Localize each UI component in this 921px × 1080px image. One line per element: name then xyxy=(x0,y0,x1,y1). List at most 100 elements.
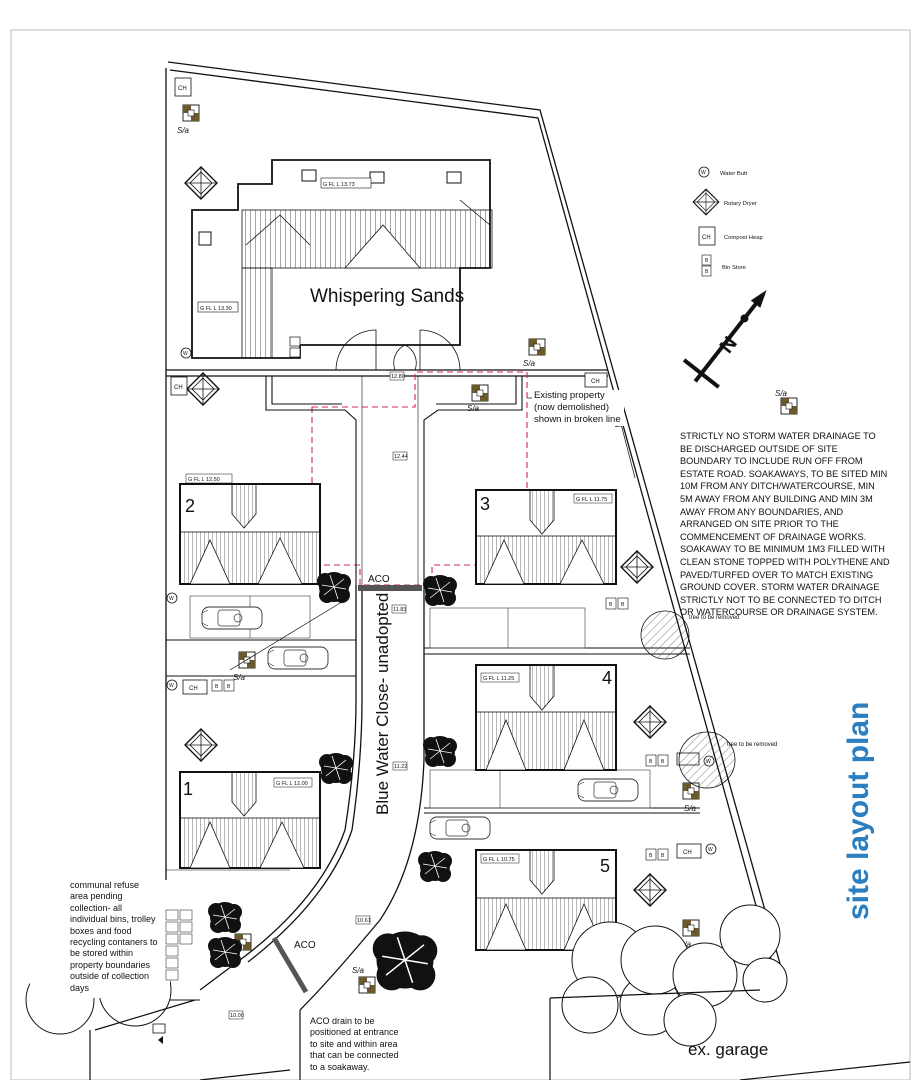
spot-level: 10.00 xyxy=(230,1013,244,1019)
compost-heap-icon xyxy=(698,226,716,246)
rotary-dryer-icon xyxy=(186,372,220,406)
tree-icon xyxy=(422,574,458,607)
plot-number: 1 xyxy=(183,779,193,799)
refuse-note-bg xyxy=(30,880,170,998)
soakaway-icon xyxy=(780,397,798,415)
plot-4-house: 4 G FL L 11.25 xyxy=(475,664,617,771)
bin-label: B xyxy=(661,759,665,765)
legend-label: Compost Heap xyxy=(724,235,763,241)
legend-bin-symbol: B xyxy=(705,269,709,275)
legend-wb-symbol: W xyxy=(701,170,706,176)
bin-label: B xyxy=(621,602,625,608)
spot-level: 10.61 xyxy=(357,918,371,924)
arrow-icon xyxy=(158,1036,163,1044)
existing-property-note: Existing property (now demolished) shown… xyxy=(534,390,624,426)
bin-stores: B B B B B B B B xyxy=(211,597,669,861)
legend-bin-symbol: B xyxy=(705,258,709,264)
aco-label-bottom: ACO xyxy=(294,940,316,951)
communal-refuse-store xyxy=(165,909,193,981)
legend: W Water Butt Rotary Dryer CH Compost Hea… xyxy=(692,166,763,277)
aco-drain-note: ACO drain to be positioned at entrance t… xyxy=(310,1016,399,1072)
bin-label: B xyxy=(661,853,665,859)
aco-channel-top xyxy=(358,585,422,591)
plot-level: G FL L 10.75 xyxy=(483,857,515,863)
tree-to-be-removed xyxy=(640,610,736,789)
tree-icon xyxy=(318,752,354,785)
soakaway-label: S/a xyxy=(352,966,365,975)
spot-level: 11.22 xyxy=(394,764,407,770)
rotary-dryer-icon xyxy=(184,166,218,200)
rotary-dryer-icon xyxy=(692,188,720,216)
bin-store-icon xyxy=(701,254,712,266)
meter-box xyxy=(152,1023,166,1034)
aco-label-top: ACO xyxy=(368,574,390,585)
car-plot-4 xyxy=(577,778,639,802)
drawing-title: site layout plan xyxy=(842,702,875,920)
plot-1-house: 1 G FL L 12.00 xyxy=(179,771,321,869)
entrance-courtyard xyxy=(265,376,523,585)
rotary-dryer-icon xyxy=(620,550,654,584)
plot-number: 2 xyxy=(185,496,195,516)
plot-number: 4 xyxy=(602,668,612,688)
rotary-dryer-icon xyxy=(633,873,667,907)
compost-label: CH xyxy=(189,686,198,692)
plot-number: 5 xyxy=(600,856,610,876)
site-boundary xyxy=(165,61,787,1000)
bin-label: B xyxy=(649,759,653,765)
spot-level: 12.44 xyxy=(394,454,408,460)
car-plot-2b xyxy=(267,646,329,670)
tree-icon xyxy=(316,571,352,604)
plot-level: G FL L 12.50 xyxy=(188,477,220,483)
rotary-dryer-icon xyxy=(633,705,667,739)
compost-label: CH xyxy=(683,850,692,856)
spot-level: 12.80 xyxy=(391,374,405,380)
north-label: N xyxy=(716,333,742,358)
water-butt-icon xyxy=(166,592,178,604)
north-arrow-icon: N xyxy=(682,289,767,389)
tree-icon xyxy=(422,735,458,768)
ex-garage-label: ex. garage xyxy=(688,1040,768,1059)
existing-house-whispering-sands: G FL L 13.73 G FL L 13.30 Whispering San… xyxy=(191,159,493,371)
plot-2-house: 2 G FL L 12.50 xyxy=(179,473,321,585)
road-label: Blue Water Close- unadopted xyxy=(373,593,392,815)
water-butt-icon xyxy=(180,347,192,359)
existing-level-2: G FL L 13.30 xyxy=(200,306,232,312)
tree-icon xyxy=(207,936,243,969)
ex-garage xyxy=(89,989,911,1080)
drainage-note: STRICTLY NO STORM WATER DRAINAGE TO BE D… xyxy=(680,431,890,618)
leader-lines xyxy=(229,397,636,671)
bin-label: B xyxy=(215,684,219,690)
water-butt-icon xyxy=(705,843,717,855)
rotary-dryer-icon xyxy=(184,728,218,762)
existing-house-label: Whispering Sands xyxy=(310,286,464,307)
legend-ch-symbol: CH xyxy=(702,235,711,241)
parking-bays xyxy=(189,595,651,809)
bin-label: B xyxy=(227,684,231,690)
compost-label: CH xyxy=(591,379,600,385)
water-butt-icon xyxy=(698,166,710,178)
soakaway-icon xyxy=(682,919,700,937)
spot-level: 11.83 xyxy=(393,607,406,613)
soakaway-label: S/a xyxy=(233,673,246,682)
tree-removed-label: tree to be removed xyxy=(727,742,777,748)
sheet-border xyxy=(10,29,911,1080)
legend-label: Rotary Dryer xyxy=(724,201,757,207)
soakaway-label: S/a xyxy=(177,126,190,135)
water-butt-label: W xyxy=(183,351,188,357)
soakaway-icon xyxy=(471,384,489,402)
soakaway-label: S/a xyxy=(523,359,536,368)
soakaway-label: S/a xyxy=(775,389,788,398)
spot-levels: 12.80 12.44 11.83 11.22 10.61 10.00 xyxy=(228,371,408,1020)
plot-level: G FL L 11.25 xyxy=(483,676,514,682)
bin-label: B xyxy=(609,602,613,608)
plot-number: 3 xyxy=(480,494,490,514)
water-butt-label: W xyxy=(708,847,713,853)
tree-removed-label: tree to be removed xyxy=(689,615,739,621)
legend-label: Water Butt xyxy=(720,171,748,177)
car-plot-5 xyxy=(429,816,491,840)
car-plot-2 xyxy=(201,606,263,630)
bin-label: B xyxy=(649,853,653,859)
plot-level: G FL L 11.75 xyxy=(576,497,607,503)
legend-label: Bin Store xyxy=(722,265,746,271)
